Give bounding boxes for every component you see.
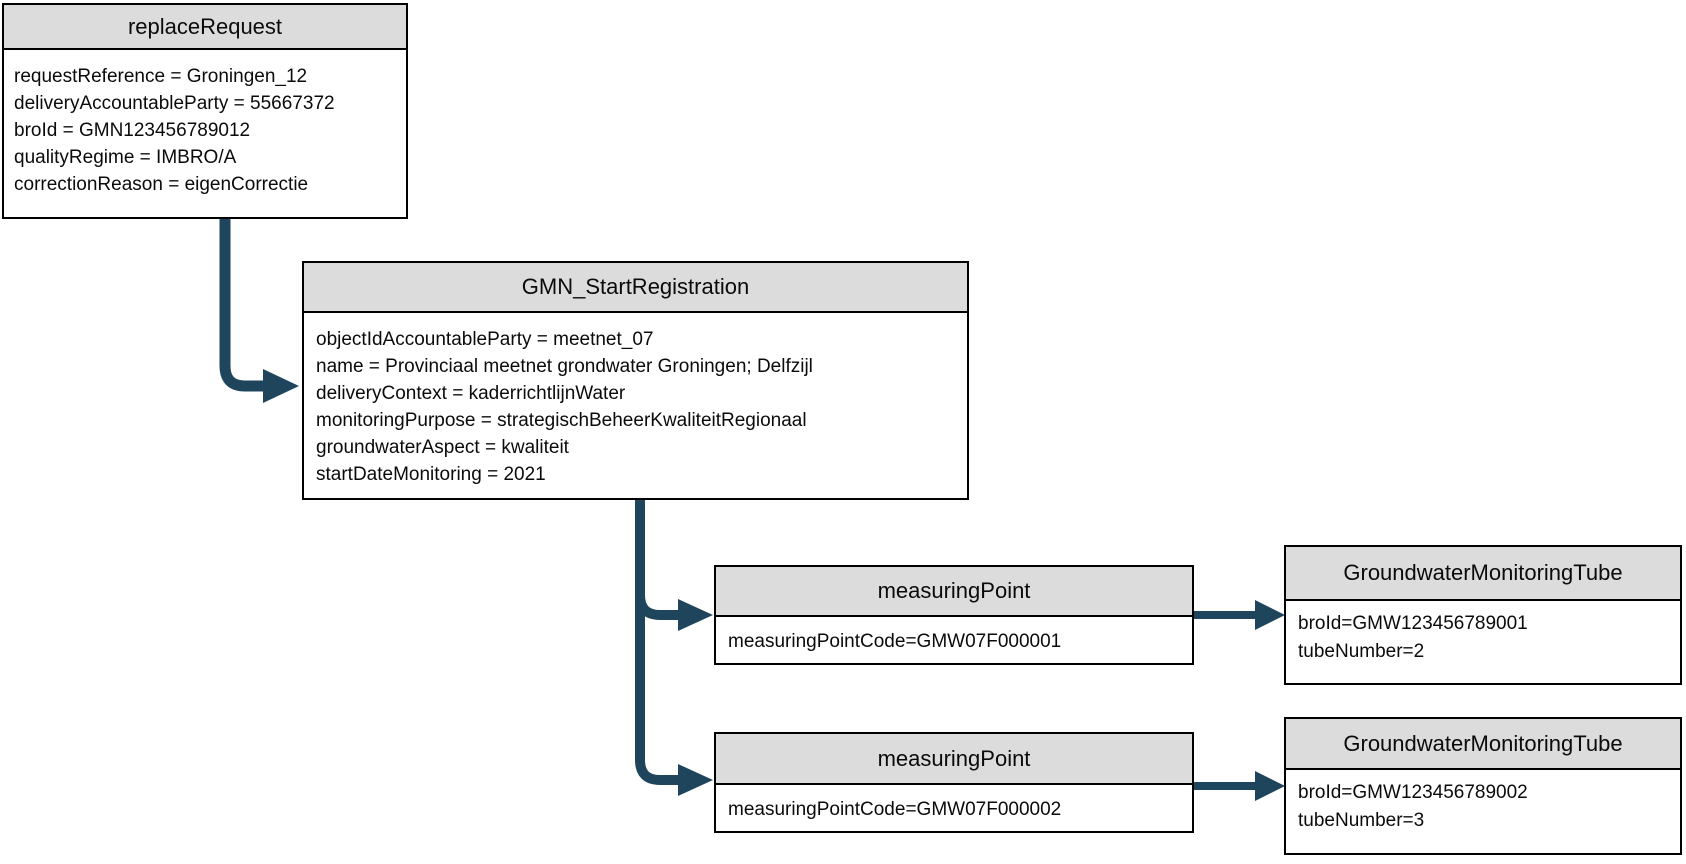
node-body: requestReference = Groningen_12 delivery… <box>4 50 406 211</box>
node-replace-request: replaceRequest requestReference = Gronin… <box>2 3 408 219</box>
attribute-line: tubeNumber=2 <box>1298 641 1425 662</box>
connector-replace-to-gmn <box>219 217 299 403</box>
node-title: replaceRequest <box>4 5 406 50</box>
attribute-line: startDateMonitoring = 2021 <box>316 464 546 485</box>
node-groundwater-monitoring-tube-2: GroundwaterMonitoringTube broId=GMW12345… <box>1284 717 1682 855</box>
connector-gmn-to-measuringpoint1 <box>635 555 713 631</box>
attribute-line: qualityRegime = IMBRO/A <box>14 147 237 168</box>
node-title: GroundwaterMonitoringTube <box>1286 719 1680 770</box>
attribute-line: correctionReason = eigenCorrectie <box>14 174 309 195</box>
attribute-line: broId=GMW123456789002 <box>1298 782 1528 803</box>
node-body: objectIdAccountableParty = meetnet_07 na… <box>304 313 967 501</box>
connector-measuringpoint1-to-tube1 <box>1193 600 1285 630</box>
node-title: measuringPoint <box>716 567 1192 617</box>
attribute-line: groundwaterAspect = kwaliteit <box>316 437 569 458</box>
attribute-line: deliveryContext = kaderrichtlijnWater <box>316 383 626 404</box>
node-body: measuringPointCode=GMW07F000002 <box>716 785 1192 834</box>
node-title: GroundwaterMonitoringTube <box>1286 547 1680 601</box>
attribute-line: measuringPointCode=GMW07F000001 <box>728 631 1062 652</box>
node-title: measuringPoint <box>716 734 1192 785</box>
attribute-line: tubeNumber=3 <box>1298 810 1425 831</box>
node-body: broId=GMW123456789002 tubeNumber=3 <box>1286 770 1680 844</box>
node-title: GMN_StartRegistration <box>304 263 967 313</box>
attribute-line: measuringPointCode=GMW07F000002 <box>728 799 1062 820</box>
attribute-line: deliveryAccountableParty = 55667372 <box>14 93 335 114</box>
attribute-line: broId=GMW123456789001 <box>1298 613 1528 634</box>
arrowhead-icon <box>678 599 713 631</box>
connector-measuringpoint2-to-tube2 <box>1193 771 1285 801</box>
arrowhead-icon <box>1255 600 1285 630</box>
arrowhead-icon <box>263 369 299 403</box>
arrowhead-icon <box>678 764 713 796</box>
node-gmn-start-registration: GMN_StartRegistration objectIdAccountabl… <box>302 261 969 500</box>
node-body: broId=GMW123456789001 tubeNumber=2 <box>1286 601 1680 675</box>
attribute-line: objectIdAccountableParty = meetnet_07 <box>316 329 654 350</box>
node-measuring-point-2: measuringPoint measuringPointCode=GMW07F… <box>714 732 1194 833</box>
attribute-line: monitoringPurpose = strategischBeheerKwa… <box>316 410 807 431</box>
connector-gmn-to-measuringpoint2 <box>635 498 713 796</box>
arrowhead-icon <box>1255 771 1285 801</box>
node-measuring-point-1: measuringPoint measuringPointCode=GMW07F… <box>714 565 1194 665</box>
attribute-line: name = Provinciaal meetnet grondwater Gr… <box>316 356 813 377</box>
node-groundwater-monitoring-tube-1: GroundwaterMonitoringTube broId=GMW12345… <box>1284 545 1682 685</box>
attribute-line: requestReference = Groningen_12 <box>14 66 308 87</box>
node-body: measuringPointCode=GMW07F000001 <box>716 617 1192 666</box>
attribute-line: broId = GMN123456789012 <box>14 120 251 141</box>
